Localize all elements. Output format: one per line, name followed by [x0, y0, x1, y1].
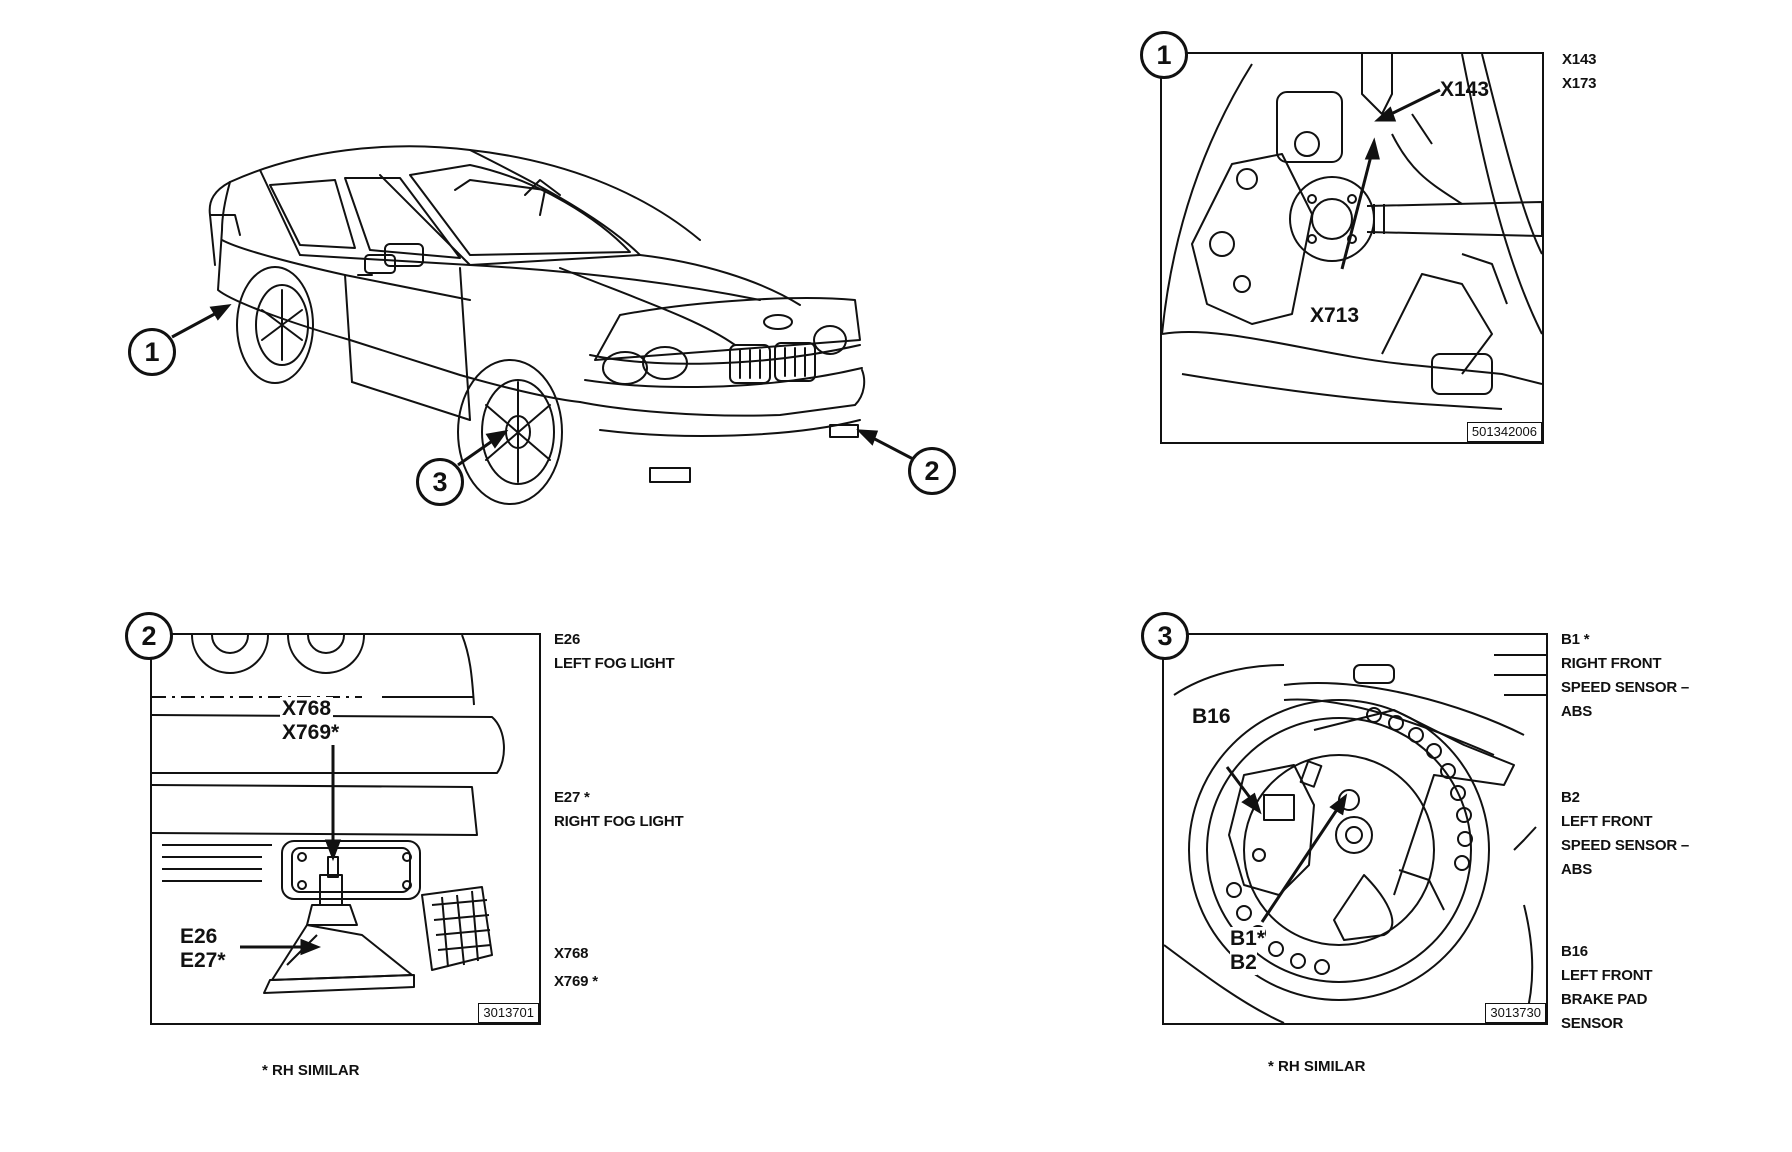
panel-2-connector-x768: X768 [554, 945, 589, 962]
panel-2-frame: X768 X769* E26 E27* 3013701 [150, 633, 541, 1025]
panel-3-frame: B16 B1* B2 3013730 [1162, 633, 1548, 1025]
panel-2-connector-x769: X769 * [554, 973, 598, 990]
panel-3-component-b16-desc-2: BRAKE PAD [1561, 991, 1648, 1008]
panel-2-label-e26: E26 [180, 925, 218, 949]
panel-3-label-b16: B16 [1192, 705, 1231, 729]
panel-1-connector-x143: X143 [1562, 51, 1597, 68]
panel-3-component-b1-desc-1: RIGHT FRONT [1561, 655, 1662, 672]
panel-3-label-b2: B2 [1230, 951, 1257, 975]
panel-2-component-e27-code: E27 * [554, 789, 590, 806]
panel-1-drawing [1162, 54, 1542, 410]
panel-1-label-x713: X713 [1308, 304, 1362, 328]
panel-2-label-x768: X768 [280, 697, 334, 721]
panel-2-label-e27: E27* [180, 949, 226, 973]
panel-2-label-x769: X769* [280, 721, 342, 745]
panel-3-component-b16-desc-3: SENSOR [1561, 1015, 1624, 1032]
panel-1-label-x143: X143 [1440, 78, 1490, 101]
panel-1-connector-x173: X173 [1562, 75, 1597, 92]
panel-1-callout: 1 [1140, 31, 1188, 79]
panel-3-footnote: * RH SIMILAR [1268, 1058, 1366, 1075]
panel-2-footnote: * RH SIMILAR [262, 1062, 360, 1079]
panel-2-figure-id: 3013701 [478, 1003, 539, 1023]
panel-3-component-b2-desc-1: LEFT FRONT [1561, 813, 1653, 830]
panel-2-component-e27-desc: RIGHT FOG LIGHT [554, 813, 684, 830]
overview-callout-2: 2 [908, 447, 956, 495]
panel-3-label-b1: B1* [1230, 927, 1266, 951]
panel-1-figure-id: 501342006 [1466, 422, 1542, 442]
panel-3-component-b16-code: B16 [1561, 943, 1588, 960]
panel-3-component-b1-desc-2: SPEED SENSOR – [1561, 679, 1690, 696]
panel-2-component-e26-desc: LEFT FOG LIGHT [554, 655, 675, 672]
panel-3-drawing [1164, 654, 1546, 1023]
panel-3-component-b2-desc-3: ABS [1561, 861, 1593, 878]
overview-callout-1: 1 [128, 328, 176, 376]
panel-3-component-b2-desc-2: SPEED SENSOR – [1561, 837, 1690, 854]
overview-callout-3: 3 [416, 458, 464, 506]
panel-3-component-b1-code: B1 * [1561, 631, 1590, 648]
panel-3-callout: 3 [1141, 612, 1189, 660]
panel-3-component-b2-code: B2 [1561, 789, 1580, 806]
panel-3-component-b1-desc-3: ABS [1561, 703, 1593, 720]
panel-2-callout: 2 [125, 612, 173, 660]
panel-2-component-e26-code: E26 [554, 631, 581, 648]
panel-1-frame: X143 X713 501342006 [1160, 52, 1544, 444]
panel-3-figure-id: 3013730 [1485, 1003, 1546, 1023]
panel-3-component-b16-desc-1: LEFT FRONT [1561, 967, 1653, 984]
